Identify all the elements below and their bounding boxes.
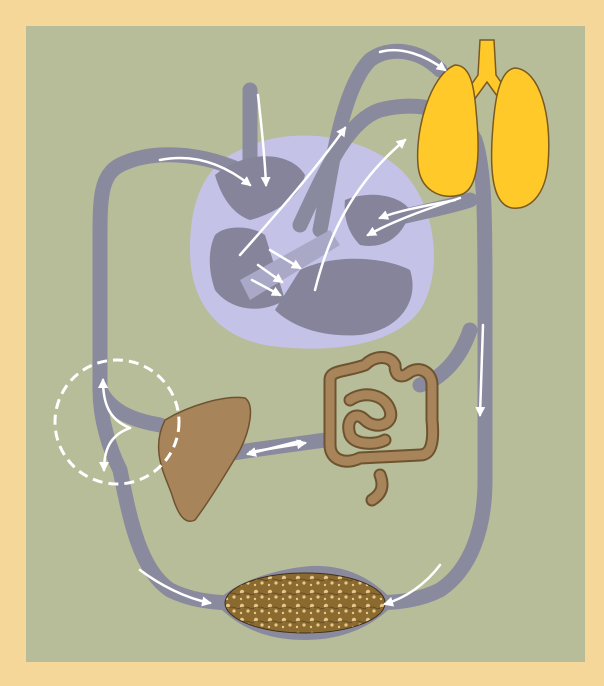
circulation-diagram xyxy=(0,0,604,686)
diagram-canvas xyxy=(0,0,604,686)
